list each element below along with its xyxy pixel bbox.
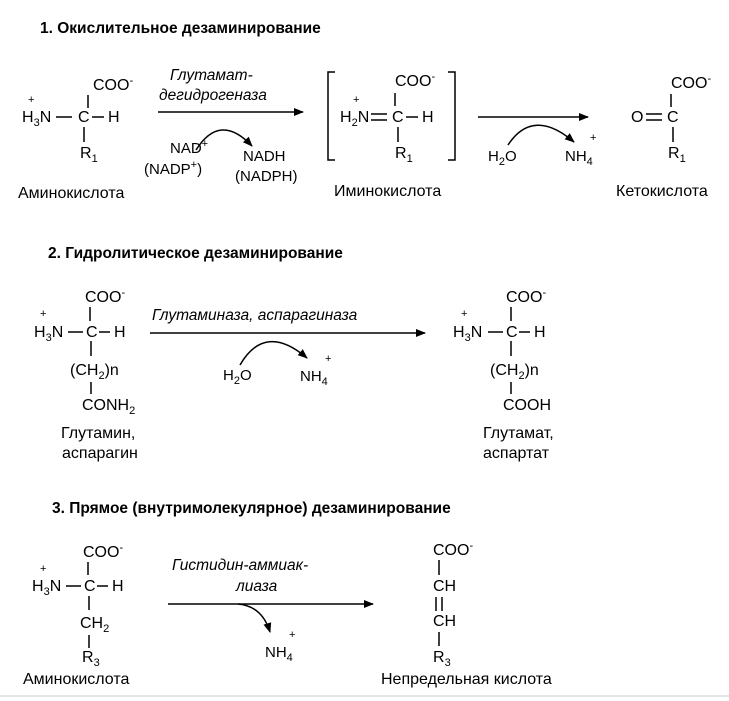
water-arrow-2 [239, 341, 308, 366]
svg-text:C: C [86, 324, 98, 341]
svg-text:H: H [422, 109, 434, 126]
ammonium-2: + NH4 [300, 353, 331, 388]
svg-text:COO-: COO- [85, 287, 125, 306]
product-label-2a: Глутамат, [483, 425, 554, 442]
glutamate-structure: COO- + H3N C H (CH2)n COOH [453, 287, 551, 414]
svg-text:R3: R3 [82, 649, 100, 669]
r-group: R1 [80, 145, 98, 165]
methylene-chain: (CH2)n [70, 362, 119, 382]
svg-text:H2O: H2O [223, 367, 252, 387]
svg-text:H3N: H3N [34, 324, 63, 344]
enzyme-1-line1: Глутамат- [170, 67, 253, 84]
cofactor-arrow-1 [195, 129, 253, 151]
svg-text:NH4: NH4 [265, 644, 293, 664]
svg-text:+: + [461, 308, 467, 320]
svg-text:C: C [392, 109, 404, 126]
ammonia-arrow [237, 603, 272, 633]
svg-text:H: H [114, 324, 126, 341]
carboxyl-group: COOH [503, 397, 551, 414]
enzyme-2: Глутаминаза, аспарагиназа [152, 307, 358, 324]
svg-text:NH4: NH4 [565, 148, 593, 168]
section-2-title: 2. Гидролитическое дезаминирование [48, 245, 343, 262]
plus-charge: + [28, 94, 34, 106]
svg-text:C: C [84, 578, 96, 595]
substrate-label-1: Аминокислота [18, 185, 124, 202]
enzyme-3-line2: лиаза [235, 578, 278, 595]
svg-text:COO-: COO- [83, 542, 123, 561]
svg-text:(NADPH): (NADPH) [235, 168, 298, 185]
svg-text:COO-: COO- [671, 73, 711, 92]
svg-text:+: + [40, 308, 46, 320]
svg-text:+: + [325, 353, 331, 365]
svg-text:R1: R1 [668, 145, 686, 165]
hydrogen: H [108, 109, 120, 126]
svg-text:CH: CH [433, 613, 456, 630]
svg-text:H2O: H2O [488, 148, 517, 168]
keto-acid-structure: COO- O C R1 [631, 73, 711, 165]
svg-text:R1: R1 [395, 145, 413, 165]
section-1-title: 1. Окислительное дезаминирование [40, 20, 321, 37]
bracket-right [448, 71, 456, 161]
substrate-label-2b: аспарагин [62, 445, 138, 462]
svg-text:+: + [590, 132, 596, 144]
svg-text:(NADP+): (NADP+) [144, 159, 202, 178]
substrate-label-3: Аминокислота [23, 671, 129, 688]
amine-group: H3N [22, 109, 51, 129]
svg-text:COO-: COO- [506, 287, 546, 306]
product-label-2b: аспартат [483, 445, 550, 462]
alpha-carbon: C [78, 109, 90, 126]
svg-text:+: + [289, 629, 295, 641]
amino-acid-structure-1: COO- + H3N C H R1 [22, 75, 133, 165]
bracket-left [327, 71, 335, 161]
intermediate-label: Иминокислота [334, 183, 441, 200]
svg-text:H3N: H3N [32, 578, 61, 598]
plus-charge: + [353, 94, 359, 106]
ammonium-1: + NH4 [565, 132, 596, 168]
substrate-label-2a: Глутамин, [61, 425, 135, 442]
amide-group: CONH2 [82, 397, 135, 417]
enzyme-1-line2: дегидрогеназа [159, 87, 267, 104]
svg-text:R3: R3 [433, 649, 451, 669]
svg-text:H: H [112, 578, 124, 595]
cofactor-out-1: NADH (NADPH) [235, 148, 298, 185]
svg-text:CH: CH [433, 578, 456, 595]
svg-text:NADH: NADH [243, 148, 286, 165]
svg-text:COO-: COO- [433, 540, 473, 559]
svg-text:(CH2)n: (CH2)n [490, 362, 539, 382]
glutamine-structure: COO- + H3N C H ) (CH2)n CONH2 [34, 287, 135, 417]
water-2: H2O [223, 367, 252, 387]
coo-group: COO- [93, 75, 133, 94]
unsaturated-acid-structure: COO- CH CH R3 [433, 540, 473, 669]
imino-acid-structure: COO- + H2N C H R1 [340, 71, 435, 165]
svg-text:NAD+: NAD+ [170, 138, 208, 157]
enzyme-3-line1: Гистидин-аммиак- [172, 557, 308, 574]
ammonium-3: + NH4 [265, 629, 295, 664]
svg-text:C: C [667, 109, 679, 126]
svg-text:NH4: NH4 [300, 368, 328, 388]
water-1: H2O [488, 148, 517, 168]
section-3-title: 3. Прямое (внутримолекулярное) дезаминир… [52, 500, 451, 517]
svg-text:CH2: CH2 [80, 615, 109, 635]
svg-text:H: H [534, 324, 546, 341]
amino-acid-structure-3: COO- + H3N C H CH2 R3 [32, 542, 124, 669]
svg-text:H3N: H3N [453, 324, 482, 344]
svg-text:C: C [506, 324, 518, 341]
svg-text:H2N: H2N [340, 109, 369, 129]
cofactor-in-1: NAD+ (NADP+) [144, 138, 208, 178]
product-label-1: Кетокислота [616, 183, 708, 200]
svg-text:COO-: COO- [395, 71, 435, 90]
product-label-3: Непредельная кислота [381, 671, 552, 688]
svg-text:+: + [40, 563, 46, 575]
svg-text:O: O [631, 109, 643, 126]
water-arrow-1 [507, 124, 575, 146]
